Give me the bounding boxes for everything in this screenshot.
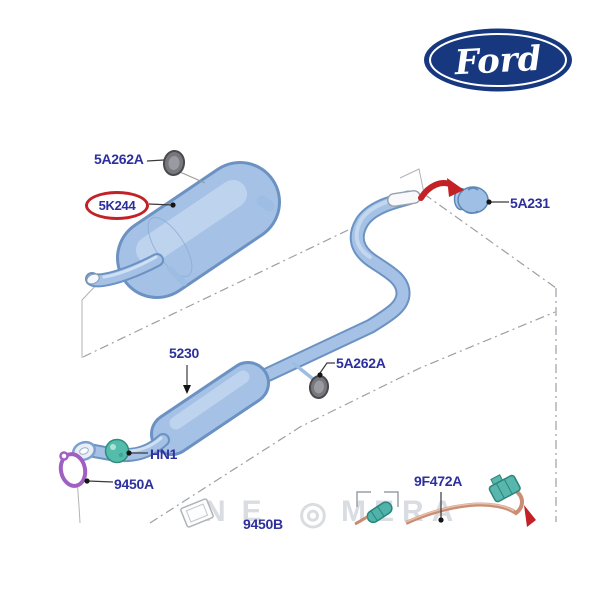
leader-lines <box>87 159 509 518</box>
label-9450B[interactable]: 9450B <box>243 516 283 532</box>
highlight-ellipse: 5K244 <box>85 191 149 220</box>
leader-arrowhead <box>183 385 191 394</box>
label-9F472A[interactable]: 9F472A <box>414 473 463 489</box>
pipe-hanger-rod <box>291 361 315 381</box>
leader-dots <box>84 199 492 523</box>
isolator-top <box>162 150 206 184</box>
muffler-bottom-stub <box>167 266 187 286</box>
tailpipe-tip <box>86 273 100 285</box>
detach-arrow <box>418 178 464 201</box>
sensor-connector <box>488 474 521 503</box>
label-HN1[interactable]: HN1 <box>150 446 178 462</box>
tailpipe <box>85 253 164 288</box>
label-5A262A-mid[interactable]: 5A262A <box>336 355 386 371</box>
rear-muffler <box>116 161 281 299</box>
label-5A231[interactable]: 5A231 <box>510 195 550 211</box>
sketch-gasket <box>180 498 214 528</box>
wire-red-tip <box>524 505 536 527</box>
flange-nut <box>104 438 130 464</box>
label-5K244[interactable]: 5K244 <box>98 198 136 213</box>
muffler-outlet-nub <box>256 195 275 212</box>
sensor-wire-assembly <box>405 474 536 527</box>
ford-logo: Ford <box>424 28 572 92</box>
sensor-bracket <box>356 491 399 507</box>
label-5A262A-top[interactable]: 5A262A <box>94 151 144 167</box>
isolator-mid <box>308 375 330 399</box>
label-9450A[interactable]: 9450A <box>114 476 154 492</box>
flange-gasket <box>58 451 88 488</box>
intermediate-pipe <box>246 190 416 389</box>
pipe-cut-end <box>387 190 421 207</box>
label-5230[interactable]: 5230 <box>169 345 199 361</box>
resonator <box>150 361 270 456</box>
ford-logo-script: Ford <box>453 39 543 84</box>
oxygen-sensor-body <box>354 501 393 526</box>
